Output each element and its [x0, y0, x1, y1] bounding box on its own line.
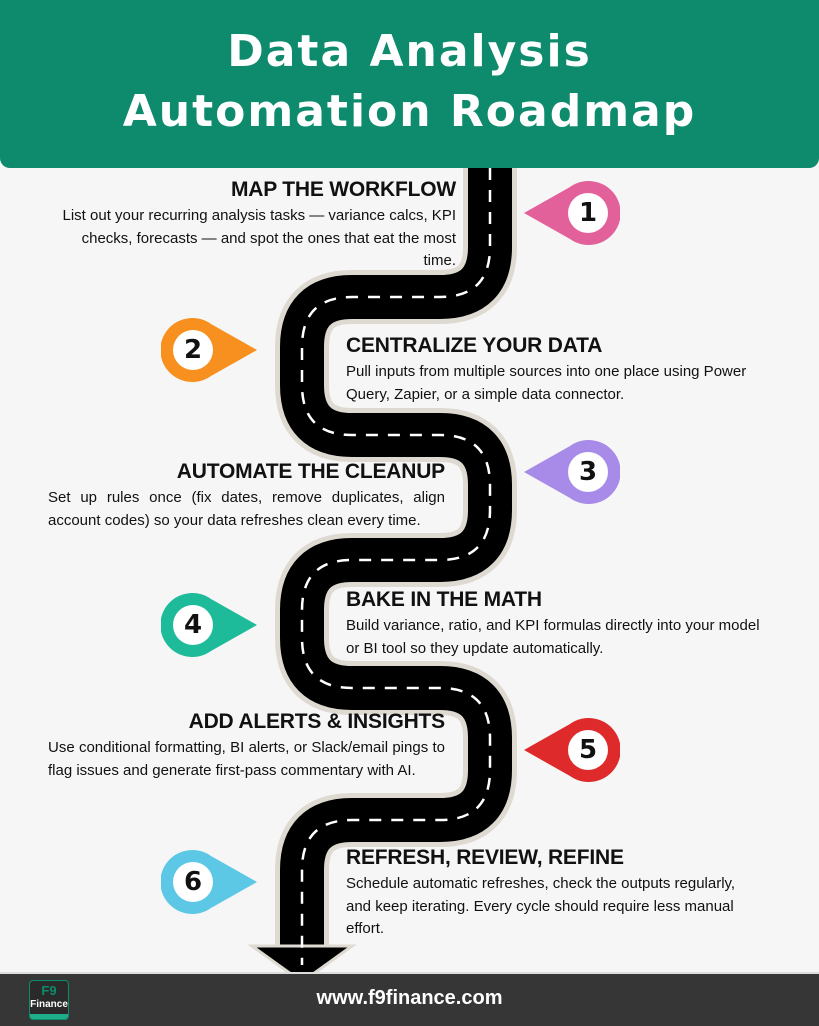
step-4-title: BAKE IN THE MATH: [346, 588, 542, 611]
step-1: MAP THE WORKFLOW List out your recurring…: [60, 177, 457, 273]
logo-mark: F9: [41, 983, 57, 998]
step-3-pin: 3: [524, 440, 620, 504]
step-5-title: ADD ALERTS & INSIGHTS: [188, 710, 446, 733]
step-3-body: Set up rules once (fix dates, remove dup…: [48, 489, 445, 529]
step-1-title: MAP THE WORKFLOW: [230, 178, 456, 201]
title-line-2: Automation Roadmap: [122, 86, 697, 137]
step-6-title: REFRESH, REVIEW, REFINE: [346, 846, 624, 869]
footer: F9 Finance www.f9finance.com: [0, 972, 819, 1026]
step-1-number: 1: [568, 193, 608, 233]
step-1-pin: 1: [524, 181, 620, 245]
step-5-pin: 5: [524, 718, 620, 782]
f9-finance-logo: F9 Finance: [29, 980, 69, 1020]
step-2-number: 2: [173, 330, 213, 370]
step-2: CENTRALIZE YOUR DATA Pull inputs from mu…: [346, 333, 786, 406]
logo-text: Finance: [30, 999, 68, 1010]
website-link[interactable]: www.f9finance.com: [316, 987, 503, 1009]
step-6-number: 6: [173, 862, 213, 902]
step-4-body: Build variance, ratio, and KPI formulas …: [346, 617, 760, 657]
step-4-number: 4: [173, 605, 213, 645]
step-1-body: List out your recurring analysis tasks —…: [62, 207, 457, 269]
step-6-body: Schedule automatic refreshes, check the …: [346, 875, 736, 937]
step-6: REFRESH, REVIEW, REFINE Schedule automat…: [346, 845, 756, 941]
step-4: BAKE IN THE MATH Build variance, ratio, …: [346, 587, 766, 660]
step-5: ADD ALERTS & INSIGHTS Use conditional fo…: [48, 709, 445, 782]
title-line-1: Data Analysis: [227, 26, 592, 77]
step-6-pin: 6: [161, 850, 257, 914]
step-3: AUTOMATE THE CLEANUP Set up rules once (…: [48, 459, 445, 532]
step-5-body: Use conditional formatting, BI alerts, o…: [48, 739, 445, 779]
step-4-pin: 4: [161, 593, 257, 657]
step-2-pin: 2: [161, 318, 257, 382]
step-3-title: AUTOMATE THE CLEANUP: [176, 460, 445, 483]
logo-bar: [30, 1014, 68, 1019]
step-3-number: 3: [568, 452, 608, 492]
step-2-body: Pull inputs from multiple sources into o…: [346, 363, 747, 403]
step-2-title: CENTRALIZE YOUR DATA: [346, 334, 603, 357]
step-5-number: 5: [568, 730, 608, 770]
